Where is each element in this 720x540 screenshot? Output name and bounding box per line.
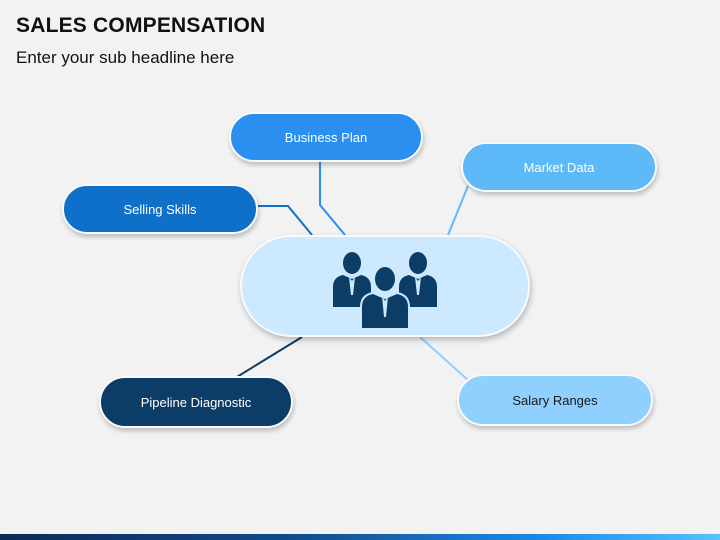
- node-selling-skills: Selling Skills: [62, 184, 258, 234]
- node-salary-ranges: Salary Ranges: [457, 374, 653, 426]
- page-title: SALES COMPENSATION: [16, 14, 266, 37]
- connector-business-plan: [319, 162, 346, 236]
- node-pipeline-diagnostic: Pipeline Diagnostic: [99, 376, 293, 428]
- connector-salary-ranges: [419, 336, 469, 381]
- business-team-icon: [333, 252, 437, 330]
- connector-pipeline-diagnostic: [231, 336, 303, 381]
- connector-market-data: [447, 185, 469, 236]
- node-label: Salary Ranges: [512, 392, 598, 408]
- node-label: Pipeline Diagnostic: [140, 394, 252, 410]
- center-node: [240, 235, 530, 337]
- connector-selling-skills: [258, 205, 313, 236]
- node-label: Selling Skills: [123, 201, 197, 217]
- node-label: Market Data: [523, 159, 595, 175]
- node-business-plan: Business Plan: [229, 112, 423, 162]
- footer-bar: [0, 534, 720, 540]
- node-label: Business Plan: [284, 129, 368, 145]
- node-market-data: Market Data: [461, 142, 657, 192]
- page-subtitle: Enter your sub headline here: [16, 48, 235, 67]
